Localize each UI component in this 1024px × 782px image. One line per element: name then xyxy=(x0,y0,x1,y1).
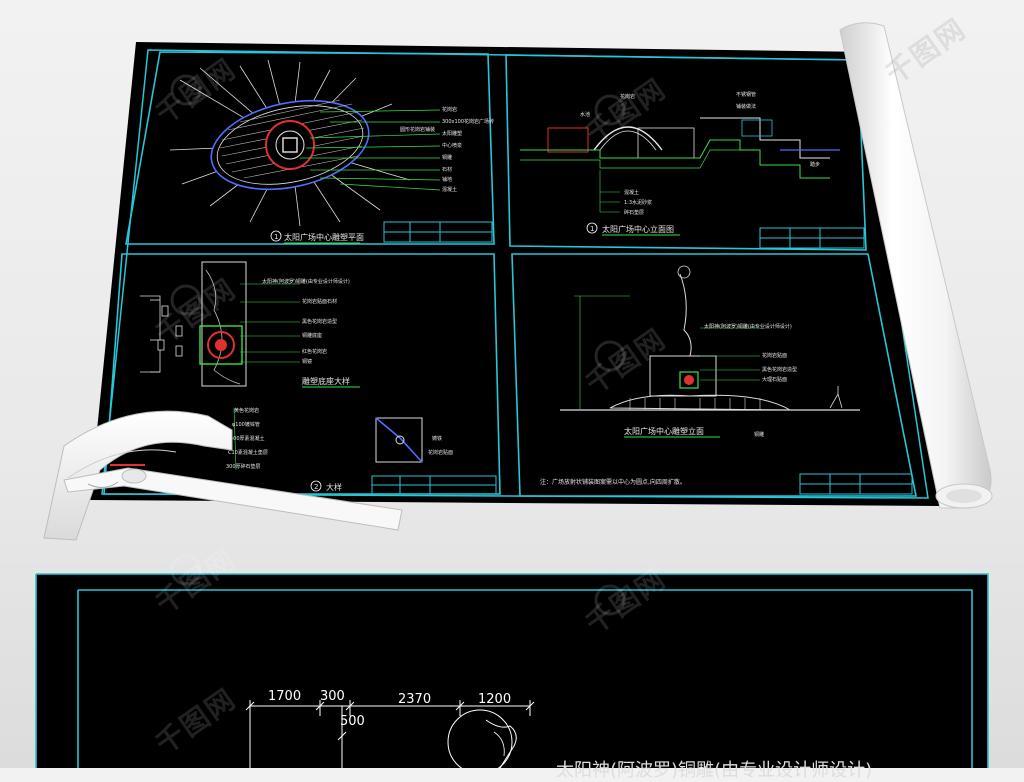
plan-annotation-8: 圆形花岗岩铺装 xyxy=(400,126,435,133)
bottom-apollo xyxy=(485,719,517,768)
bottom-sun-circle xyxy=(447,709,513,768)
dim-1200: 1200 xyxy=(478,692,512,707)
detail-annotation-5: 铜镜 xyxy=(302,358,312,365)
elevation-annotation-0: 太阳神(阿波罗)铜雕(由专业设计师设计) xyxy=(704,323,792,330)
elevation-annotation-3: 大理石贴面 xyxy=(762,376,787,383)
detail-annotation-12: 花岗岩贴面 xyxy=(428,449,453,456)
section-annotation-3: 铺装做法 xyxy=(736,103,756,110)
detail-annotation-2: 黑色花岗岩造型 xyxy=(302,318,337,325)
paper-roll xyxy=(839,22,993,509)
bottom-sheet-title: 太阳神(阿波罗)铜雕(由专业设计师设计) xyxy=(556,760,873,781)
dim-500: 500 xyxy=(340,714,365,729)
elevation-note: 注：广场放射状铺装图案需以中心为圆点,向四周扩散。 xyxy=(540,478,686,486)
pedestal-base xyxy=(199,325,243,365)
plan-annotation-1: 300x100花岗岩广场砖 xyxy=(442,118,494,125)
pedestal-outline xyxy=(201,261,247,387)
panel-elevation-frame xyxy=(511,253,917,497)
dim-300: 300 xyxy=(320,689,345,704)
section-annotation-6: 1:3水泥砂浆 xyxy=(624,199,652,206)
section-annotation-7: 碎石垫层 xyxy=(624,209,644,216)
sun-sculpture xyxy=(265,120,315,170)
panel-detail-frame xyxy=(103,253,501,495)
scale-person xyxy=(829,386,843,409)
detail-small-plan xyxy=(375,417,423,463)
pedestal-sun xyxy=(207,331,235,359)
detail-drawing: 太阳神(阿波罗)铜雕(由专业设计师设计) 花岗岩贴面石材 黑色花岗岩造型 铜雕底… xyxy=(140,261,453,492)
detail-subtitle: 大样 xyxy=(326,482,342,492)
detail-annotation-11: 铸铁 xyxy=(432,435,442,442)
title-blocks xyxy=(371,221,913,495)
section-drawing: 花岗岩 水池 不锈钢管 铺装做法 踏步 混凝土 1:3水泥砂浆 碎石垫层 1 太… xyxy=(520,91,840,236)
detail-annotation-6: 黄色花岗岩 xyxy=(234,407,259,414)
dimension-lines xyxy=(245,700,535,768)
bottom-sheet-background xyxy=(36,574,988,768)
detail-title: 雕塑底座大样 xyxy=(302,376,350,386)
apollo-figure xyxy=(679,273,692,357)
detail-number: 2 xyxy=(314,483,318,491)
elevation-annotation-4: 铜雕 xyxy=(754,431,764,438)
bottom-sheet xyxy=(35,573,989,768)
detail-annotation-8: 500厚素混凝土 xyxy=(230,435,265,442)
panel-plan-frame xyxy=(125,51,495,245)
section-annotation-0: 花岗岩 xyxy=(620,93,635,100)
section-annotation-5: 混凝土 xyxy=(624,189,639,196)
detail-annotation-3: 铜雕底座 xyxy=(302,332,322,339)
detail-annotation-9: C10素混凝土垫层 xyxy=(228,449,268,456)
plan-annotation-3: 中心喷泉 xyxy=(442,142,462,149)
detail-annotation-10: 300厚碎石垫层 xyxy=(226,463,261,470)
elevation-title: 太阳广场中心雕塑立面 xyxy=(624,426,704,436)
plan-annotation-2: 太阳雕塑 xyxy=(442,130,462,137)
dim-1700: 1700 xyxy=(268,689,302,704)
plan-leaders xyxy=(300,109,441,191)
plan-ellipse-inner xyxy=(216,105,364,185)
top-sheet: 花岗岩 300x100花岗岩广场砖 太阳雕塑 中心喷泉 铜雕 石材 铺地 混凝土… xyxy=(90,42,940,506)
watermark-marks xyxy=(170,74,626,616)
dim-2370: 2370 xyxy=(398,692,432,707)
plan-annotation-4: 铜雕 xyxy=(442,154,452,161)
plan-annotation-5: 石材 xyxy=(442,166,452,173)
section-annotation-2: 不锈钢管 xyxy=(736,91,756,98)
detail-annotation-7: φ100镀锌管 xyxy=(232,421,260,428)
plan-annotation-0: 花岗岩 xyxy=(442,106,457,113)
section-number: 1 xyxy=(590,225,594,233)
section-annotation-1: 水池 xyxy=(580,111,590,118)
plan-annotation-6: 铺地 xyxy=(442,176,452,183)
plan-title: 太阳广场中心雕塑平面 xyxy=(284,232,364,242)
plan-drawing: 花岗岩 300x100花岗岩广场砖 太阳雕塑 中心喷泉 铜雕 石材 铺地 混凝土… xyxy=(169,59,494,244)
detail-annotation-0: 太阳神(阿波罗)铜雕(由专业设计师设计) xyxy=(262,278,350,285)
detail-annotation-4: 红色花岗岩 xyxy=(302,348,327,355)
plan-number: 1 xyxy=(274,233,278,241)
elevation-annotation-1: 花岗岩贴面 xyxy=(762,352,787,359)
section-arch xyxy=(593,126,663,151)
plan-annotation-7: 混凝土 xyxy=(442,186,457,193)
protractor xyxy=(43,410,403,541)
section-annotation-4: 踏步 xyxy=(810,161,820,168)
section-title: 太阳广场中心立面图 xyxy=(602,224,674,234)
detail-annotation-1: 花岗岩贴面石材 xyxy=(302,298,337,305)
elevation-drawing: 太阳神(阿波罗)铜雕(由专业设计师设计) 花岗岩贴面 黑色花岗岩造型 大理石贴面… xyxy=(540,265,860,486)
panel-section-frame xyxy=(505,54,867,251)
elevation-annotation-2: 黑色花岗岩造型 xyxy=(762,366,797,373)
